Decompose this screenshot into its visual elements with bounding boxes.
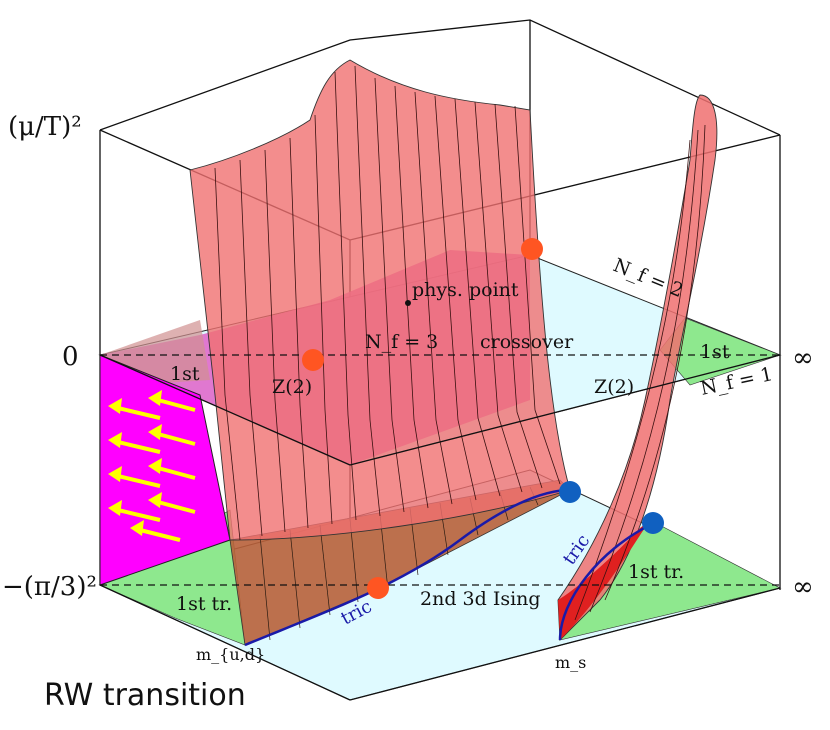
label-z2-right: Z(2) (594, 376, 634, 398)
label-first-left: 1st (170, 363, 200, 385)
axis-x-mud: m_{u,d} (196, 645, 265, 664)
phys-point-dot (405, 300, 411, 306)
infinity-bottom: ∞ (792, 572, 814, 602)
label-crossover: crossover (480, 331, 574, 353)
critical-point-bottom (367, 577, 389, 599)
label-first-right: 1st (700, 341, 730, 363)
critical-point-top (521, 238, 543, 260)
label-first-tr-left: 1st tr. (176, 593, 232, 615)
red-surface-right-dark (558, 520, 650, 640)
arrow-icon (108, 390, 196, 542)
axis-y-bottom: −(π/3)² (2, 572, 97, 602)
axis-y-top: (μ/T)² (8, 112, 82, 142)
label-nf3: N_f = 3 (365, 331, 438, 353)
red-right-lines (574, 124, 706, 621)
axis-y-zero: 0 (62, 342, 79, 372)
label-first-tr-right: 1st tr. (628, 561, 684, 583)
red-surface-lines (214, 65, 561, 541)
blue-line-right (558, 523, 651, 641)
tricritical-point-2 (642, 512, 664, 534)
red-surface-main (189, 59, 571, 541)
critical-point-z2-left (302, 349, 324, 371)
label-phys-point: phys. point (412, 279, 519, 301)
box-front-edges (99, 354, 781, 701)
label-z2-left: Z(2) (272, 376, 312, 398)
tricritical-point-1 (559, 481, 581, 503)
label-rw-transition: RW transition (44, 678, 246, 713)
label-second-ising: 2nd 3d Ising (420, 588, 541, 610)
blue-line-left (244, 488, 571, 647)
axis-x-ms: m_s (555, 653, 586, 672)
infinity-middle: ∞ (792, 343, 814, 373)
